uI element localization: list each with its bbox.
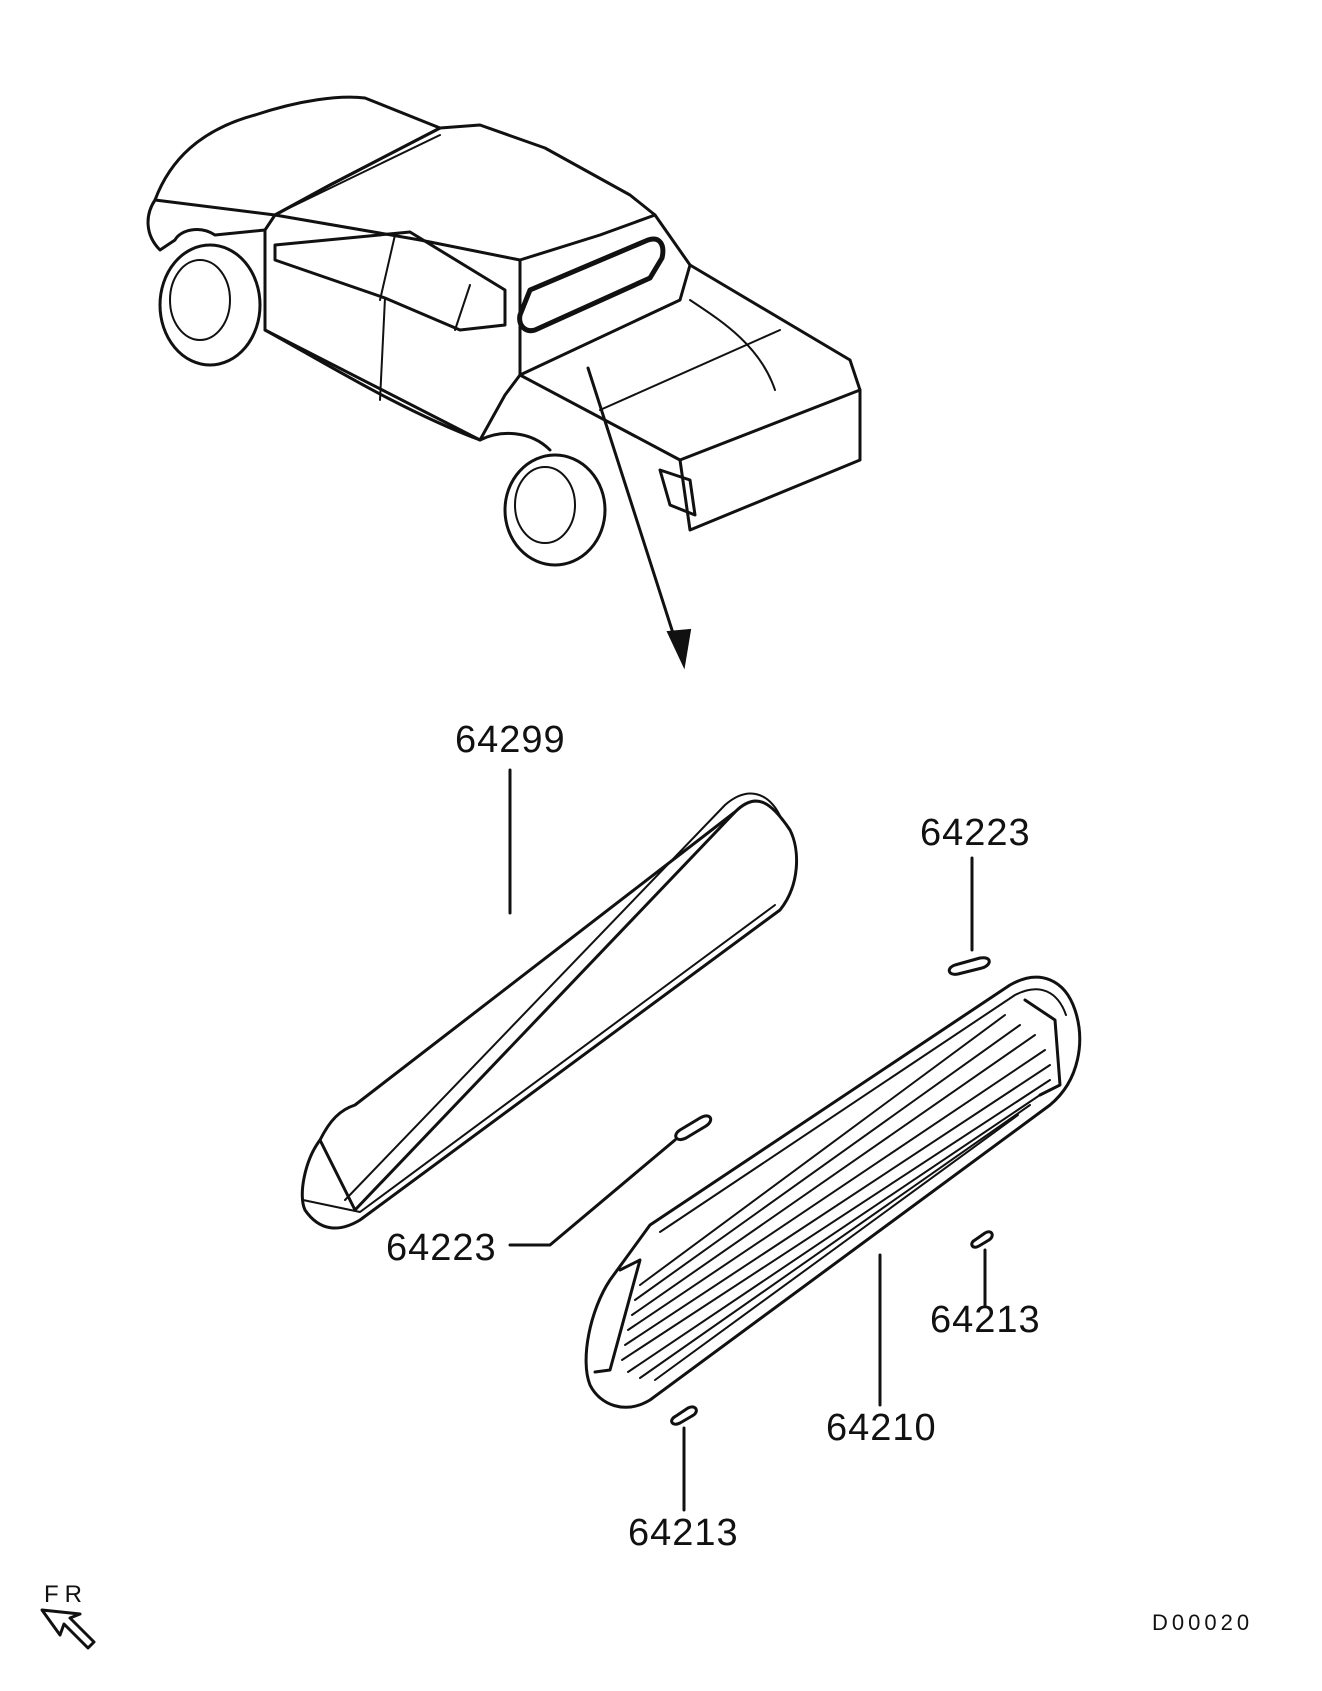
rear-wheel xyxy=(503,453,607,567)
rear-window-highlight xyxy=(517,236,666,334)
clip-upper-left xyxy=(674,1114,713,1142)
front-wheel xyxy=(158,243,262,367)
spacer-bottom xyxy=(670,1405,698,1426)
clip-upper-right xyxy=(947,956,991,976)
part-labels: 64299 64223 64223 64213 64210 64213 xyxy=(386,719,1041,1554)
front-arrow-icon xyxy=(40,1608,96,1650)
label-64223-left: 64223 xyxy=(386,1227,497,1269)
label-64213-right: 64213 xyxy=(930,1299,1041,1341)
label-64223-upper: 64223 xyxy=(920,812,1031,854)
label-64299: 64299 xyxy=(455,719,566,761)
pickup-truck-illustration xyxy=(146,95,862,567)
label-64210: 64210 xyxy=(826,1407,937,1449)
tail-light xyxy=(658,468,697,517)
fr-label: FR xyxy=(44,1581,88,1608)
leader-lines xyxy=(508,768,987,1512)
front-direction-indicator: FR xyxy=(40,1581,96,1650)
spacer-right xyxy=(970,1230,994,1249)
glass-shading xyxy=(621,1014,1051,1381)
rear-window-glass-part xyxy=(584,975,1082,1409)
pointer-arrow xyxy=(586,366,692,670)
diagram-code: D00020 xyxy=(1152,1610,1253,1635)
weatherstrip-part xyxy=(300,792,799,1230)
label-64213-bottom: 64213 xyxy=(628,1512,739,1554)
